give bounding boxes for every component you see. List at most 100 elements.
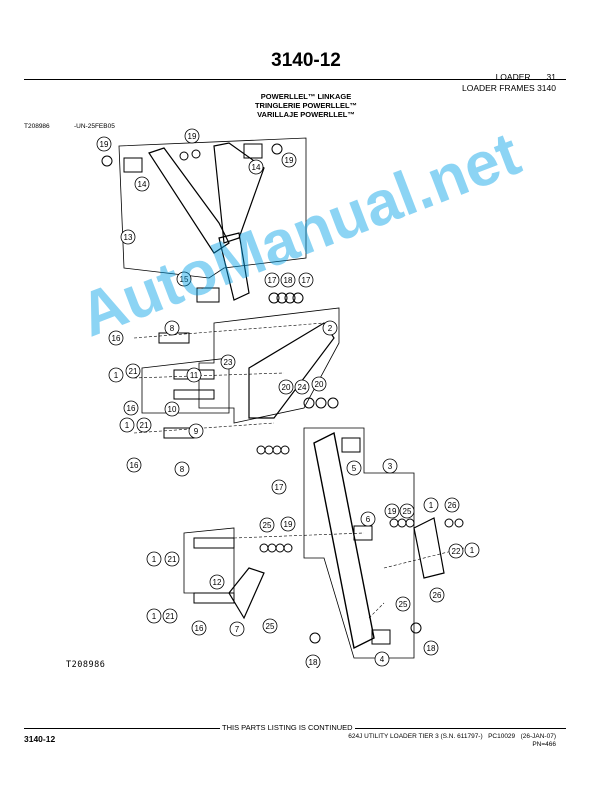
group-outline-13: [118, 137, 307, 279]
callout-12: 12: [209, 574, 225, 590]
shim: [276, 292, 288, 304]
svg-text:14: 14: [138, 180, 147, 189]
svg-text:1: 1: [114, 371, 119, 380]
bushing-6: [353, 525, 373, 541]
callout-1: 1: [108, 367, 124, 383]
callout-24: 24: [294, 379, 310, 395]
callout-2: 2: [322, 320, 338, 336]
callout-19: 19: [96, 136, 112, 152]
continued-text: THIS PARTS LISTING IS CONTINUED: [220, 723, 355, 732]
svg-text:19: 19: [188, 132, 197, 141]
group-outline-9: [141, 357, 230, 414]
svg-text:2: 2: [328, 324, 333, 333]
shim: [284, 292, 296, 304]
pin-16-lower: [193, 592, 235, 604]
callout-10: 10: [164, 401, 180, 417]
svg-text:23: 23: [224, 358, 233, 367]
svg-text:4: 4: [380, 655, 385, 664]
bushing-14-right: [243, 143, 263, 159]
callout-9: 9: [188, 423, 204, 439]
callout-15: 15: [176, 271, 192, 287]
svg-text:19: 19: [285, 156, 294, 165]
callout-17: 17: [271, 479, 287, 495]
footer-model: 624J UTILITY LOADER TIER 3 (S.N. 611797-…: [348, 733, 483, 740]
footer-page-code: 3140-12: [24, 734, 56, 744]
svg-text:25: 25: [263, 521, 272, 530]
footer-date: (26-JAN-07): [520, 733, 556, 740]
callout-6: 6: [360, 511, 376, 527]
svg-text:8: 8: [170, 324, 175, 333]
shim: [268, 292, 280, 304]
washer: [191, 149, 201, 159]
group-outline-2: [198, 307, 340, 424]
pin-12-upper: [193, 537, 235, 549]
svg-text:21: 21: [166, 612, 175, 621]
svg-text:20: 20: [315, 380, 324, 389]
callout-1: 1: [146, 608, 162, 624]
svg-text:18: 18: [427, 644, 436, 653]
callout-20: 20: [278, 379, 294, 395]
callout-25: 25: [262, 618, 278, 634]
callout-19: 19: [280, 516, 296, 532]
bushing-5: [341, 437, 361, 453]
svg-text:26: 26: [448, 501, 457, 510]
svg-text:21: 21: [129, 367, 138, 376]
svg-text:1: 1: [125, 421, 130, 430]
title-french: TRINGLERIE POWERLLEL™: [254, 101, 358, 110]
callout-19: 19: [281, 152, 297, 168]
svg-text:19: 19: [284, 520, 293, 529]
upper-link-arm-left: [148, 147, 230, 254]
svg-text:1: 1: [429, 501, 434, 510]
svg-text:16: 16: [130, 461, 139, 470]
callout-25: 25: [395, 596, 411, 612]
callout-18: 18: [423, 640, 439, 656]
svg-text:5: 5: [352, 464, 357, 473]
svg-text:26: 26: [433, 591, 442, 600]
svg-text:18: 18: [284, 276, 293, 285]
upper-link-tail: [218, 232, 250, 301]
svg-text:16: 16: [112, 334, 121, 343]
callout-20: 20: [311, 376, 327, 392]
middle-link: [248, 322, 335, 419]
main-long-link: [313, 431, 375, 650]
svg-text:17: 17: [302, 276, 311, 285]
callout-1: 1: [146, 551, 162, 567]
callout-22: 22: [448, 543, 464, 559]
svg-text:1: 1: [152, 612, 157, 621]
group-outline-3: [303, 427, 415, 659]
callout-16: 16: [108, 330, 124, 346]
figure-id-top: T208986: [24, 123, 50, 130]
svg-text:15: 15: [180, 275, 189, 284]
callout-25: 25: [399, 503, 415, 519]
callout-17: 17: [264, 272, 280, 288]
callout-21: 21: [164, 551, 180, 567]
callout-19: 19: [184, 128, 200, 144]
svg-text:3: 3: [388, 462, 393, 471]
callout-17: 17: [298, 272, 314, 288]
callout-18: 18: [280, 272, 296, 288]
callout-16: 16: [126, 457, 142, 473]
bushing-15: [196, 287, 220, 303]
callout-11: 11: [186, 367, 202, 383]
seal-19: [271, 143, 283, 155]
callout-16: 16: [123, 400, 139, 416]
callout-23: 23: [220, 354, 236, 370]
callout-3: 3: [382, 458, 398, 474]
callout-8: 8: [164, 320, 180, 336]
title-spanish: VARILLAJE POWERLLEL™: [257, 110, 355, 119]
washer-24: [315, 397, 327, 409]
callout-7: 7: [229, 621, 245, 637]
footer-pn: PN=466: [532, 741, 556, 748]
callout-5: 5: [346, 460, 362, 476]
callout-25: 25: [259, 517, 275, 533]
bushing-14-left: [123, 157, 143, 173]
bushing-4: [371, 629, 391, 645]
group-heading: LOADER FRAMES 3140: [461, 83, 556, 93]
svg-text:18: 18: [309, 658, 318, 667]
callout-21: 21: [125, 363, 141, 379]
svg-text:25: 25: [403, 507, 412, 516]
washer: [179, 151, 189, 161]
seal-18: [309, 632, 321, 644]
svg-text:10: 10: [168, 405, 177, 414]
